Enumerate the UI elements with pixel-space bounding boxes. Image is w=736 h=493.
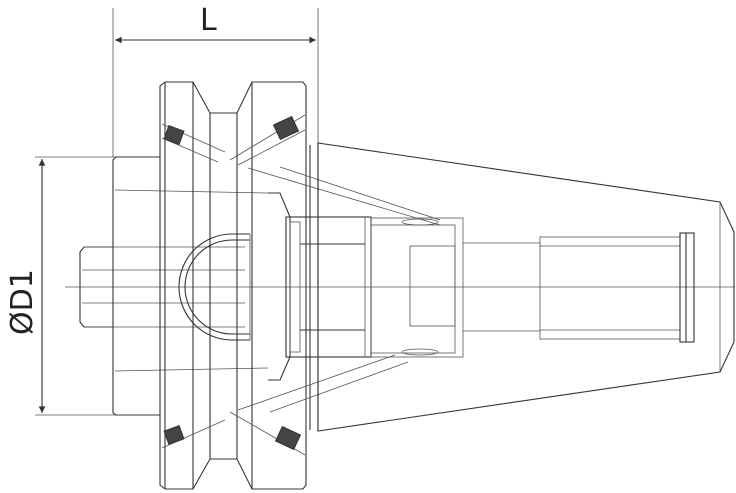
flange	[159, 81, 311, 490]
set-screw-icon	[163, 425, 185, 445]
collet-nut	[268, 192, 464, 381]
set-screw-icon	[163, 125, 185, 145]
dimension-l: L	[112, 3, 319, 157]
taper-shank	[317, 142, 735, 432]
dimension-l-label: L	[200, 3, 217, 38]
set-screw-icon	[272, 115, 300, 141]
flange-hub	[112, 156, 269, 416]
clamp-u	[178, 233, 251, 341]
set-screw-icon	[274, 425, 302, 451]
dimension-d1-label: ØD1	[5, 269, 40, 335]
dimension-d1: ØD1	[5, 156, 160, 416]
coolant-channels	[161, 114, 441, 456]
